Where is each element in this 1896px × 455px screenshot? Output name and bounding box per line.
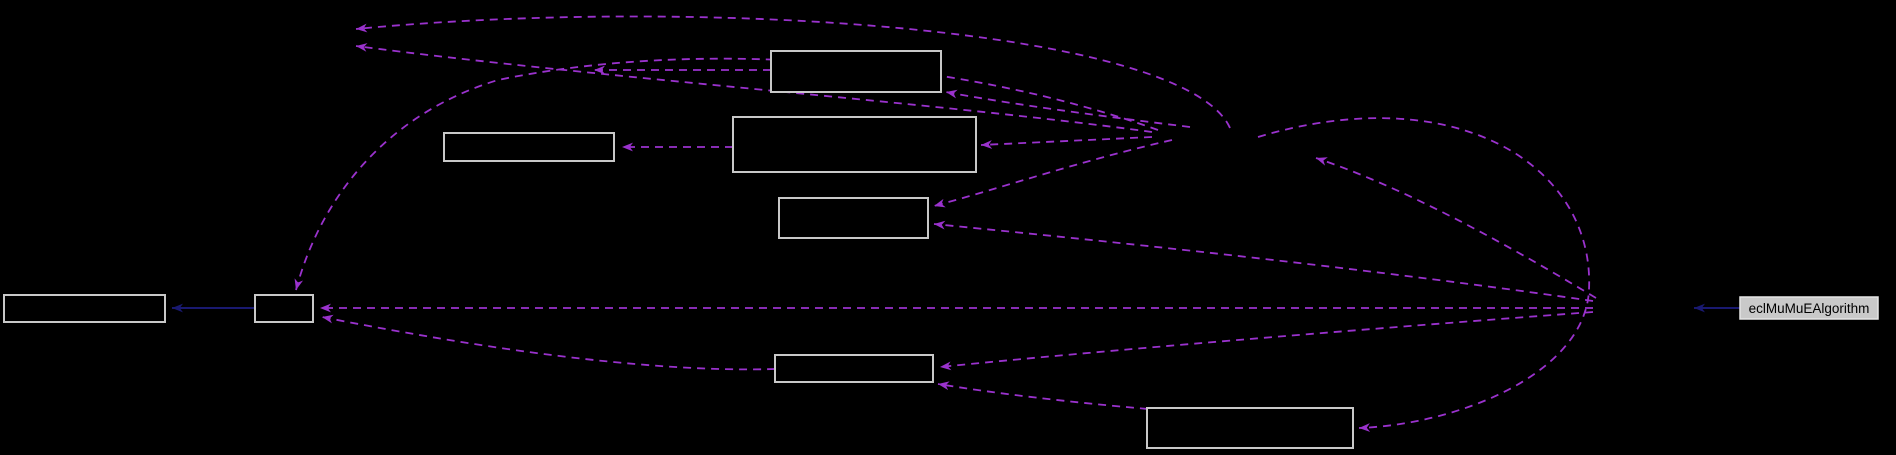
main-class-node-label: eclMuMuEAlgorithm: [1749, 301, 1870, 316]
class-node-mid-large[interactable]: [732, 116, 977, 173]
class-node-mid-left[interactable]: [443, 132, 615, 162]
usage-edges: [294, 15, 1597, 432]
class-node-bottom-mid[interactable]: [774, 354, 934, 383]
dashed-edge-b-to-midsmall: [933, 220, 1594, 302]
main-class-node[interactable]: eclMuMuEAlgorithm: [1739, 296, 1879, 320]
dashed-edge-a-to-large: [980, 136, 1153, 149]
dashed-edge-b-to-bottommid: [939, 311, 1594, 371]
dashed-edge-b-to-a: [1315, 157, 1597, 299]
class-node-top[interactable]: [770, 50, 942, 93]
dashed-edge-a-to-midsmall: [933, 139, 1173, 208]
dashed-edge-upper-left: [355, 43, 1153, 133]
class-node-mid-small[interactable]: [778, 197, 929, 239]
dashed-edge-loop-to-bottomright: [1257, 117, 1590, 432]
dashed-edge-a-to-leftsmall-top: [294, 57, 1159, 291]
dashed-edge-top-arc: [355, 15, 1231, 129]
dashed-edge-a-to-topbox: [945, 89, 1191, 128]
class-node-left-small[interactable]: [254, 294, 314, 323]
dashed-edge-bottommid-to-leftsmall: [321, 314, 776, 371]
main-class-node-box: [1739, 296, 1879, 320]
class-node-bottom-right[interactable]: [1146, 407, 1354, 449]
class-nodes: [3, 50, 1354, 449]
class-node-far-left[interactable]: [3, 294, 166, 323]
dashed-edge-bottomright-to-bottommid: [937, 381, 1149, 410]
